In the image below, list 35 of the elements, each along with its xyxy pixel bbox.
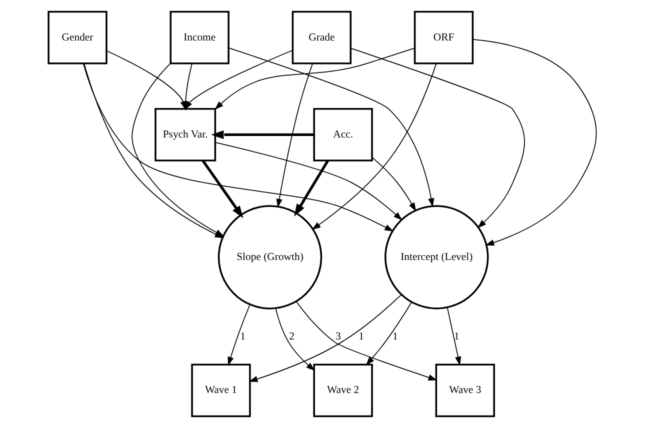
node-box: Acc.: [313, 108, 373, 162]
arrow: [312, 63, 437, 230]
arrow: [82, 63, 394, 232]
edge-label: 1: [240, 330, 246, 342]
edge-label: 2: [289, 330, 294, 342]
arrow: [276, 63, 313, 208]
arrow: [211, 130, 314, 140]
node-box: Gender: [48, 10, 108, 64]
arrow: [214, 48, 416, 110]
node-box: Wave 3: [435, 364, 495, 418]
node-box: Wave 1: [191, 364, 251, 418]
edge-label: 1: [392, 330, 398, 342]
arrow: [248, 294, 402, 382]
arrow: [372, 157, 416, 212]
arrow: [202, 160, 244, 218]
node-box: ORF: [414, 10, 474, 64]
node-box: Grade: [292, 10, 352, 64]
arrow: [275, 308, 315, 371]
edge-label: 1: [454, 330, 460, 342]
edge-label: 1: [358, 330, 364, 342]
arrow: [294, 160, 330, 216]
arrow: [228, 48, 434, 208]
arrow: [296, 301, 438, 380]
arrow: [214, 142, 402, 220]
arrow: [132, 62, 224, 237]
arrow: [184, 50, 293, 110]
arrow: [472, 38, 597, 246]
node-box: Income: [170, 10, 230, 64]
arrow: [228, 304, 250, 366]
arrow: [350, 48, 525, 228]
arrow: [366, 302, 412, 366]
edge-label: 3: [335, 330, 341, 342]
node-box: Psych Var.: [154, 108, 216, 162]
arrow: [446, 306, 462, 366]
node-box: Wave 2: [313, 364, 373, 418]
